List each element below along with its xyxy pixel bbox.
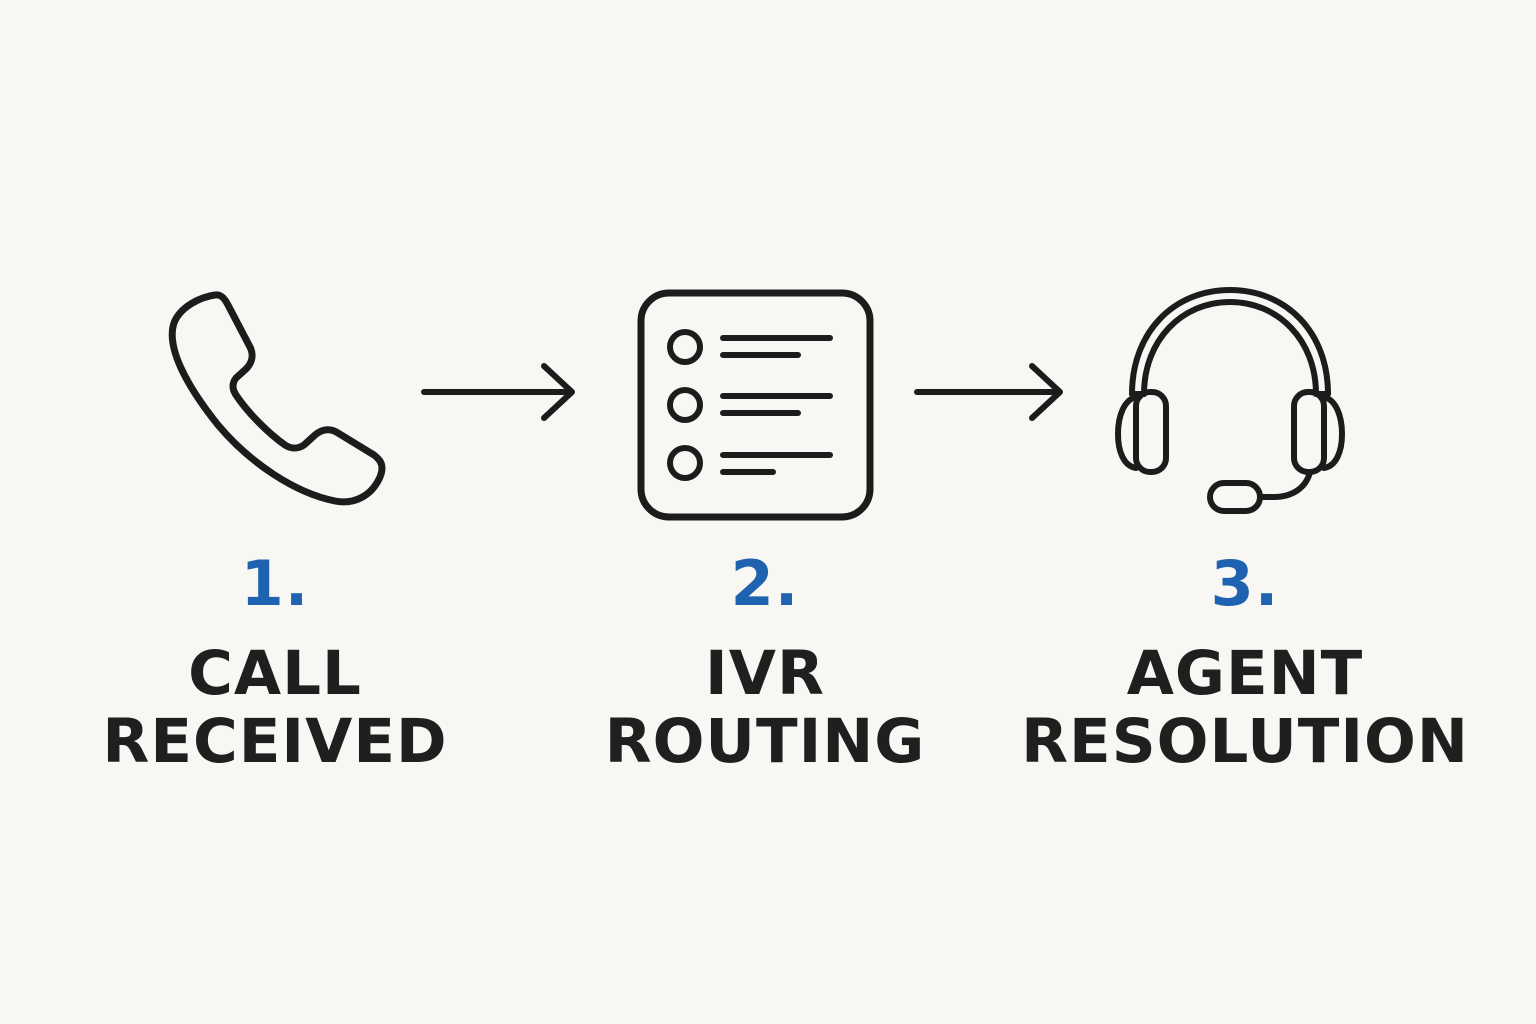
step-label-line2: ROUTING [604, 706, 926, 777]
phone-handset-icon [168, 291, 386, 506]
step-label: CALL RECEIVED [45, 640, 505, 776]
step-call-received: 1. CALL RECEIVED [45, 0, 505, 1024]
step-number: 1. [240, 547, 310, 620]
step-label: AGENT RESOLUTION [1015, 640, 1475, 776]
step-label-line1: CALL [188, 638, 362, 709]
step-label: IVR ROUTING [535, 640, 995, 776]
step-label-line1: IVR [705, 638, 825, 709]
arrow-right-icon [421, 363, 575, 421]
menu-list-icon [637, 289, 874, 521]
step-agent-resolution: 3. AGENT RESOLUTION [1015, 0, 1475, 1024]
step-ivr-routing: 2. IVR ROUTING [535, 0, 995, 1024]
step-number: 3. [1210, 547, 1280, 620]
step-label-line1: AGENT [1126, 638, 1364, 709]
step-label-line2: RECEIVED [102, 706, 448, 777]
step-label-line2: RESOLUTION [1021, 706, 1469, 777]
step-number: 2. [730, 547, 800, 620]
arrow-right-icon [914, 363, 1063, 421]
headset-icon [1114, 286, 1346, 514]
